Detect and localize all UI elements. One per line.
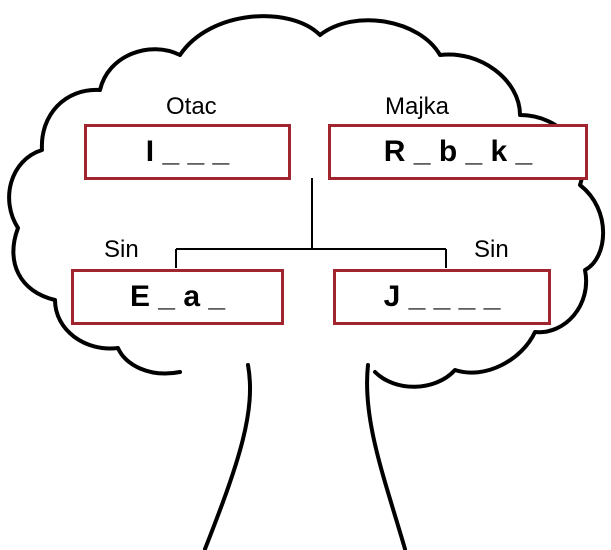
tree-crown-outline (7, 14, 605, 389)
son1-name-text: E _ a _ (129, 280, 226, 313)
father-name-box[interactable]: I _ _ _ (84, 124, 291, 180)
mother-name-text: R _ b _ k _ (383, 135, 533, 168)
mother-role-label: Majka (385, 93, 450, 120)
tree-trunk-right (365, 363, 407, 550)
son2-name-text: J _ _ _ _ (383, 280, 501, 313)
son2-name-box[interactable]: J _ _ _ _ (333, 269, 551, 325)
mother-name-box[interactable]: R _ b _ k _ (328, 124, 588, 180)
tree-trunk-left (203, 363, 252, 550)
father-role-label: Otac (166, 93, 217, 120)
son1-name-box[interactable]: E _ a _ (71, 269, 284, 325)
father-name-text: I _ _ _ (145, 135, 230, 168)
son2-role-label: Sin (474, 236, 509, 263)
son1-role-label: Sin (104, 236, 139, 263)
